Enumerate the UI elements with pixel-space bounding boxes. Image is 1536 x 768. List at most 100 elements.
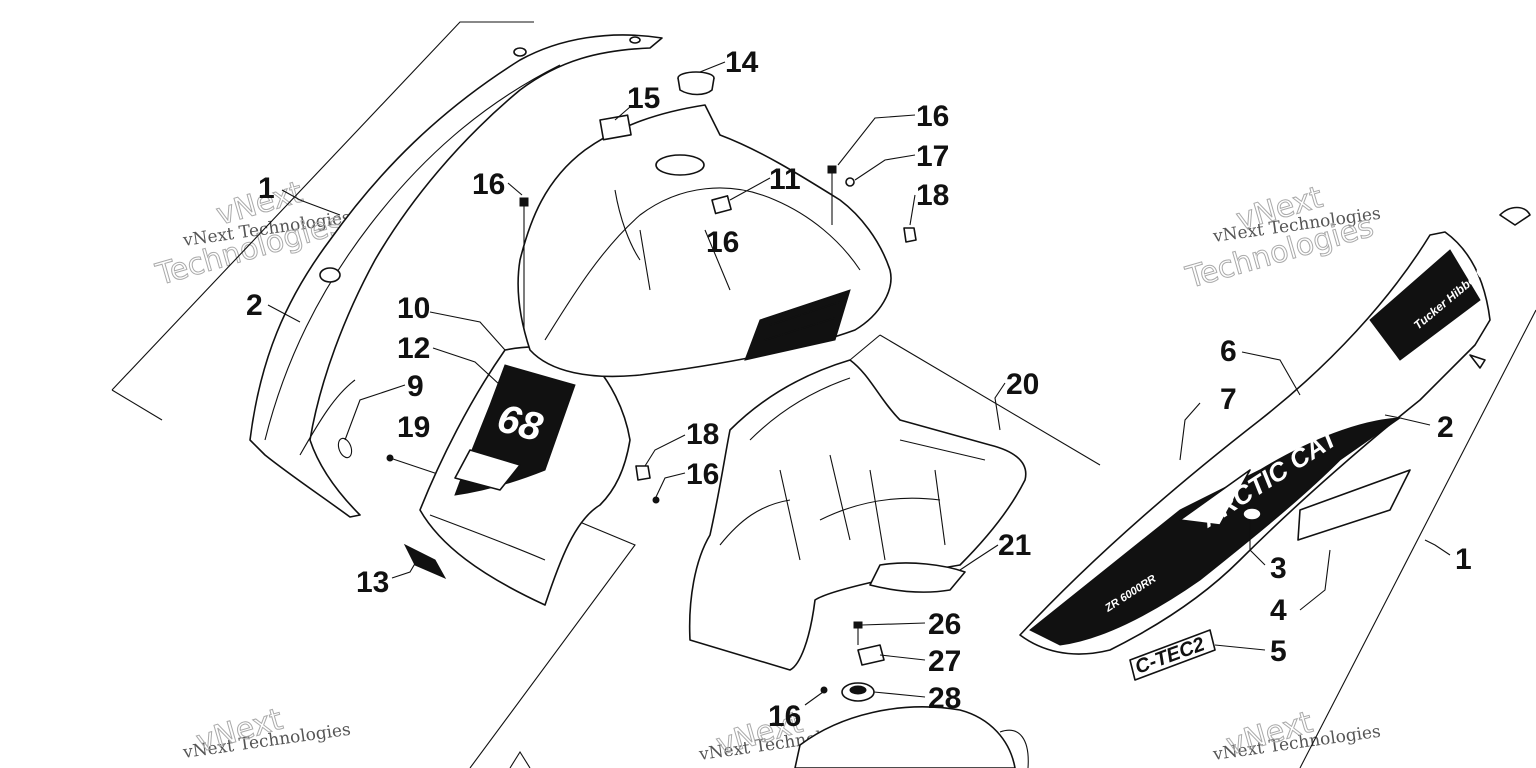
clip-18-icon: [635, 465, 651, 481]
hood-crease: [544, 187, 861, 341]
tank-strap: [999, 729, 1029, 768]
leader-12: [432, 347, 501, 386]
leader-11: [729, 177, 771, 201]
screw-head-icon: [386, 454, 394, 462]
callout-2: 2: [246, 289, 263, 322]
callout-13: 13: [356, 566, 389, 599]
grommet-ring-icon: [337, 437, 353, 459]
bracket-right-side-panel: [1299, 309, 1536, 768]
callout-16: 16: [706, 226, 739, 259]
callout-15: 15: [627, 82, 660, 115]
bolt-16-head-icon: [827, 165, 837, 174]
clip-18-icon: [903, 227, 917, 243]
callout-28: 28: [928, 682, 961, 715]
callout-18: 18: [686, 418, 719, 451]
callout-16: 16: [472, 168, 505, 201]
leader-10: [429, 311, 506, 351]
leader-1b: [1424, 539, 1451, 556]
leader-17: [854, 154, 916, 181]
bumper-3-icon: [1242, 507, 1262, 521]
side-panel-crease: [264, 64, 561, 441]
air-box: [688, 359, 1027, 671]
bracket-lower-center: [469, 519, 636, 768]
callout-3: 3: [1270, 552, 1287, 585]
callout-9: 9: [407, 370, 424, 403]
callout-4: 4: [1270, 594, 1287, 627]
leader-14: [699, 61, 726, 73]
decal-chevron: [1179, 469, 1251, 526]
washer-17-icon: [845, 177, 855, 187]
decal-5: [1129, 629, 1216, 681]
leader-13: [391, 554, 421, 579]
leader-16a: [507, 182, 523, 196]
bracket-air-box-top: [879, 334, 1101, 466]
small-decal-13: [403, 543, 447, 580]
lower-tank: [794, 706, 1016, 768]
callout-16: 16: [916, 100, 949, 133]
leader-6: [1241, 351, 1301, 396]
bracket-left-side-panel-end: [111, 389, 163, 421]
bolt-16-head-icon: [519, 197, 529, 207]
clip-27-icon: [857, 644, 885, 666]
decal-4: [1297, 469, 1411, 541]
side-panel-crease-lower: [299, 379, 356, 456]
leader-18a: [909, 194, 916, 226]
side-panel-mount-hole: [629, 36, 641, 44]
leader-16b: [837, 114, 916, 166]
leader-9: [344, 384, 406, 441]
callout-labels: 1 2 9 19 10 12 13 16 15 14 11 16 16 17 1…: [246, 46, 1472, 733]
callout-12: 12: [397, 332, 430, 365]
leader-26: [861, 622, 926, 626]
nose-cone: 68: [403, 346, 631, 606]
clip-right-icon: [1469, 354, 1486, 369]
callout-2: 2: [1437, 411, 1454, 444]
callout-1: 1: [1455, 543, 1472, 576]
callout-20: 20: [1006, 368, 1039, 401]
air-box-ribs: [779, 454, 946, 561]
assembly-brackets: [111, 21, 1536, 768]
arctic-cat-decal-stripe: [1029, 417, 1402, 646]
bracket-air-box-end: [849, 334, 881, 361]
screw-16-head-icon: [820, 686, 828, 694]
leader-2a: [267, 304, 301, 323]
leader-7: [1179, 402, 1201, 461]
leader-20: [994, 382, 1006, 431]
nose-inset-logo: [454, 449, 521, 491]
leader-27: [879, 654, 926, 661]
leader-3: [1249, 520, 1266, 566]
leader-1a: [281, 189, 341, 216]
leader-16d: [655, 472, 686, 498]
callout-1: 1: [258, 172, 275, 205]
grommet-14-body: [677, 77, 715, 96]
callout-27: 27: [928, 645, 961, 678]
air-box-inner-walls: [719, 377, 986, 546]
bolt-26-head-icon: [853, 621, 863, 629]
callout-26: 26: [928, 608, 961, 641]
callout-5: 5: [1270, 635, 1287, 668]
callout-17: 17: [916, 140, 949, 173]
leader-15: [614, 106, 631, 121]
callout-10: 10: [397, 292, 430, 325]
bracket-bottom-stub: [509, 750, 531, 768]
right-side-panel: ARCTIC CAT ZR 6000RR C-TEC2 Tucker Hibbe…: [1019, 206, 1531, 681]
leader-16e: [804, 691, 824, 706]
hood-assembly: [517, 71, 892, 378]
leader-18b: [644, 434, 686, 467]
hood-fasteners: [519, 165, 917, 504]
nose-crease: [429, 514, 546, 561]
callout-19: 19: [397, 411, 430, 444]
hood-inner-ribs: [614, 189, 731, 291]
side-panel-mount-hole: [513, 47, 527, 57]
leader-5: [1214, 644, 1266, 651]
screw-16-head-icon: [652, 496, 660, 504]
upper-panel-decal: [1369, 249, 1481, 361]
side-panel-bumper: [319, 267, 341, 283]
callout-11: 11: [769, 163, 801, 196]
decal-15: [599, 114, 632, 141]
callout-16: 16: [686, 458, 719, 491]
callout-14: 14: [725, 46, 759, 79]
callout-16: 16: [768, 700, 801, 733]
callout-6: 6: [1220, 335, 1237, 368]
leader-28: [873, 691, 926, 698]
